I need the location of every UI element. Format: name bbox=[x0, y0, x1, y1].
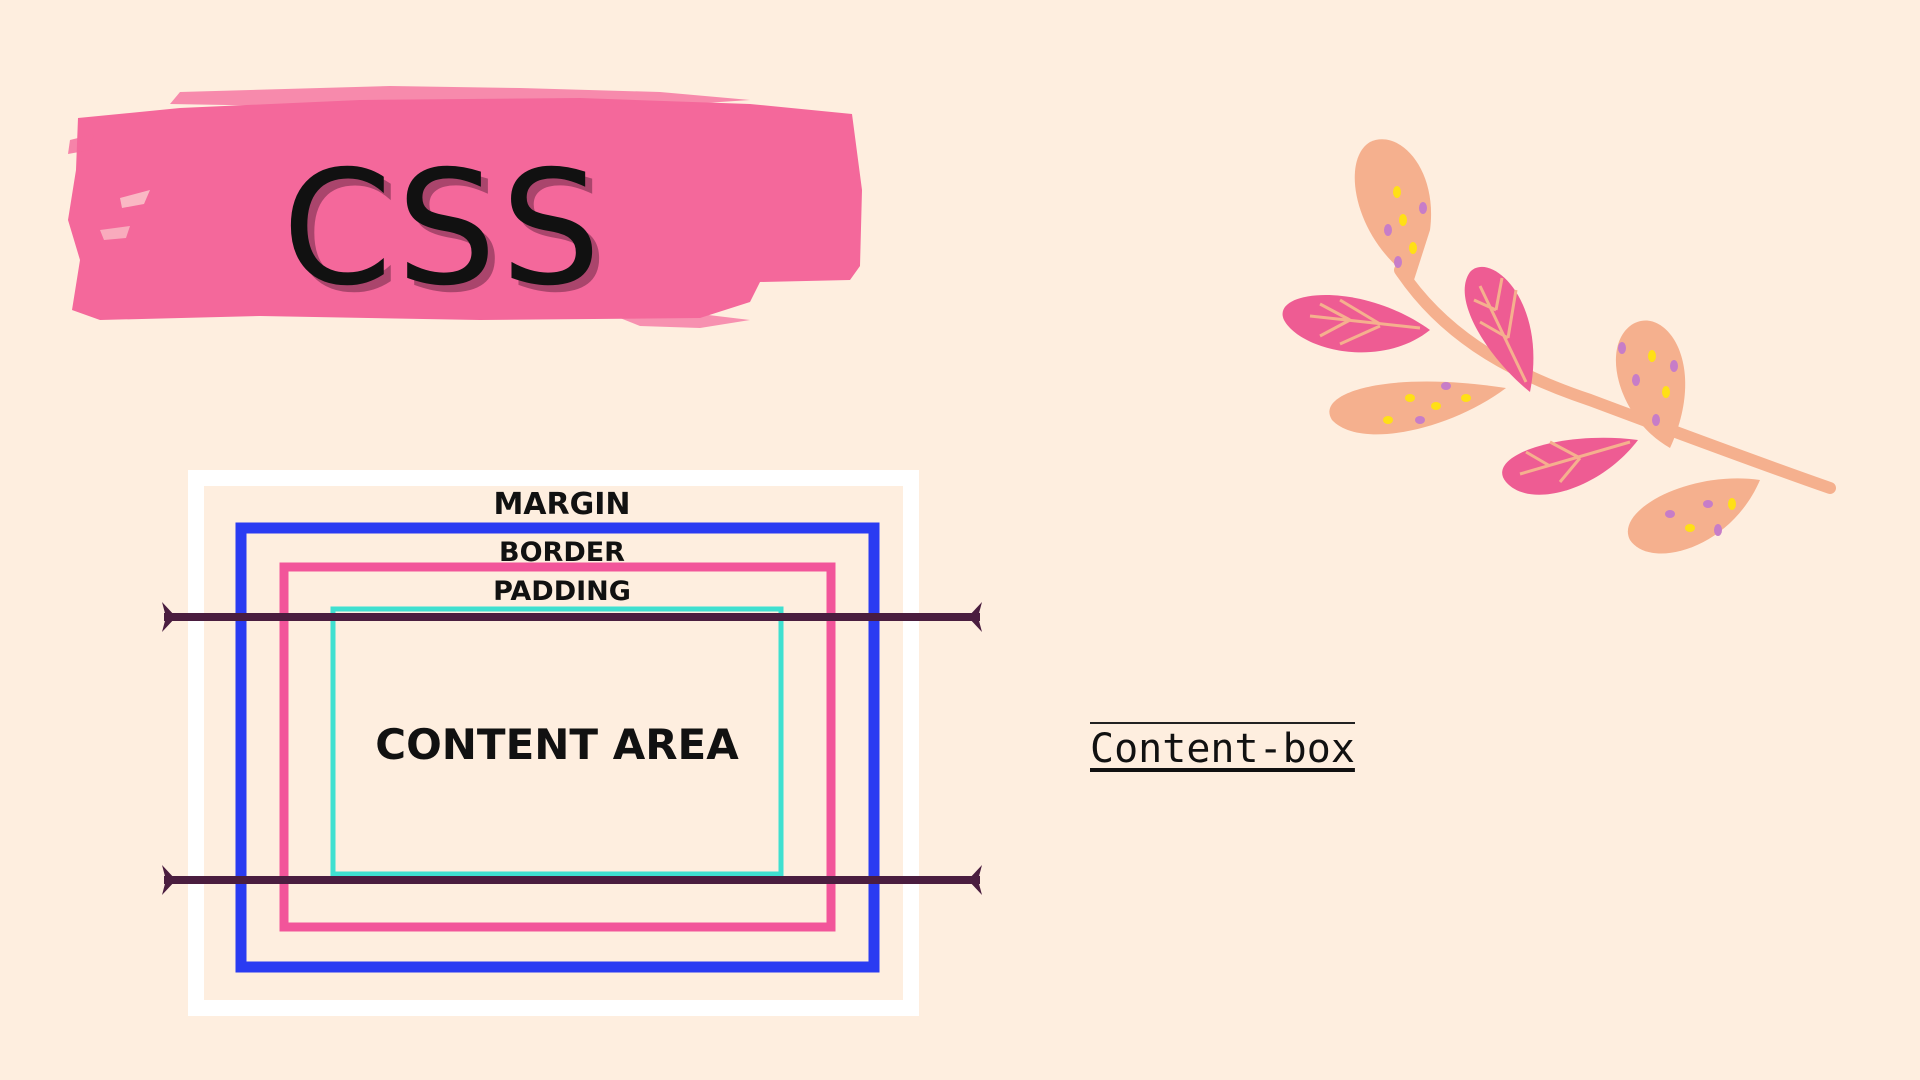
measure-line-top bbox=[162, 602, 982, 632]
margin-label: MARGIN bbox=[493, 487, 630, 522]
content-box bbox=[330, 606, 784, 877]
padding-label: PADDING bbox=[493, 576, 631, 607]
measure-line-bottom bbox=[162, 865, 982, 895]
page-title: CSS bbox=[282, 137, 605, 321]
border-label: BORDER bbox=[499, 537, 625, 568]
padding-box bbox=[279, 562, 836, 932]
content-area-label: CONTENT AREA bbox=[375, 720, 739, 769]
brush-stroke-banner bbox=[68, 86, 862, 328]
box-sizing-label: Content-box bbox=[1090, 722, 1355, 772]
border-box bbox=[235, 522, 880, 973]
margin-box bbox=[188, 470, 919, 1016]
leaf-branch-illustration bbox=[1282, 139, 1836, 554]
